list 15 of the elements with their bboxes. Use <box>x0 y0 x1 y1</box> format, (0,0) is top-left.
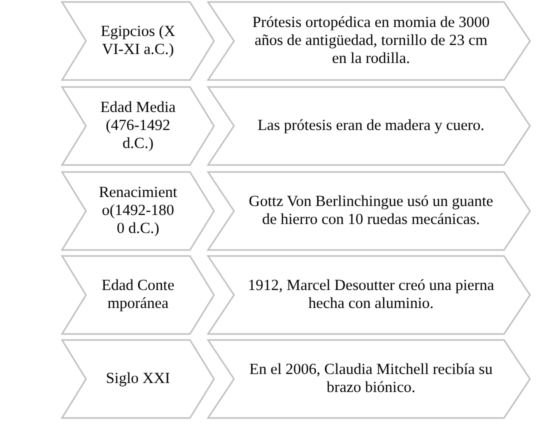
chevron-box <box>62 172 214 250</box>
chevron-text: 1912, Marcel Desoutter creó una pierna hecha con aluminio. <box>246 277 496 313</box>
chevron-text: Renacimiento(1492-1800 d.C.) <box>98 184 178 238</box>
chevron-text: Prótesis ortopédica en momia de 3000 años de antigüedad, tornillo de 23 cm en la rodilla. <box>251 14 491 68</box>
chevron-text: Egipcios (XVI-XI a.C.) <box>100 23 176 59</box>
chevron-text: En el 2006, Claudia Mitchell recibía su brazo biónico. <box>248 361 494 397</box>
chevron-box <box>62 256 214 334</box>
chevron-box <box>62 2 214 80</box>
chevron-text: Edad Contemporánea <box>100 277 176 313</box>
chevron-text: Las prótesis eran de madera y cuero. <box>258 117 484 135</box>
chevron-text: Gottz Von Berlinchingue usó un guante de hierro con 10 ruedas mecánicas. <box>248 193 494 229</box>
chevron-text: Edad Media(476-1492 d.C.) <box>99 99 177 153</box>
chevron-text: Siglo XXI <box>106 370 170 388</box>
chevron-box <box>62 340 214 418</box>
chevron-box <box>62 87 214 165</box>
